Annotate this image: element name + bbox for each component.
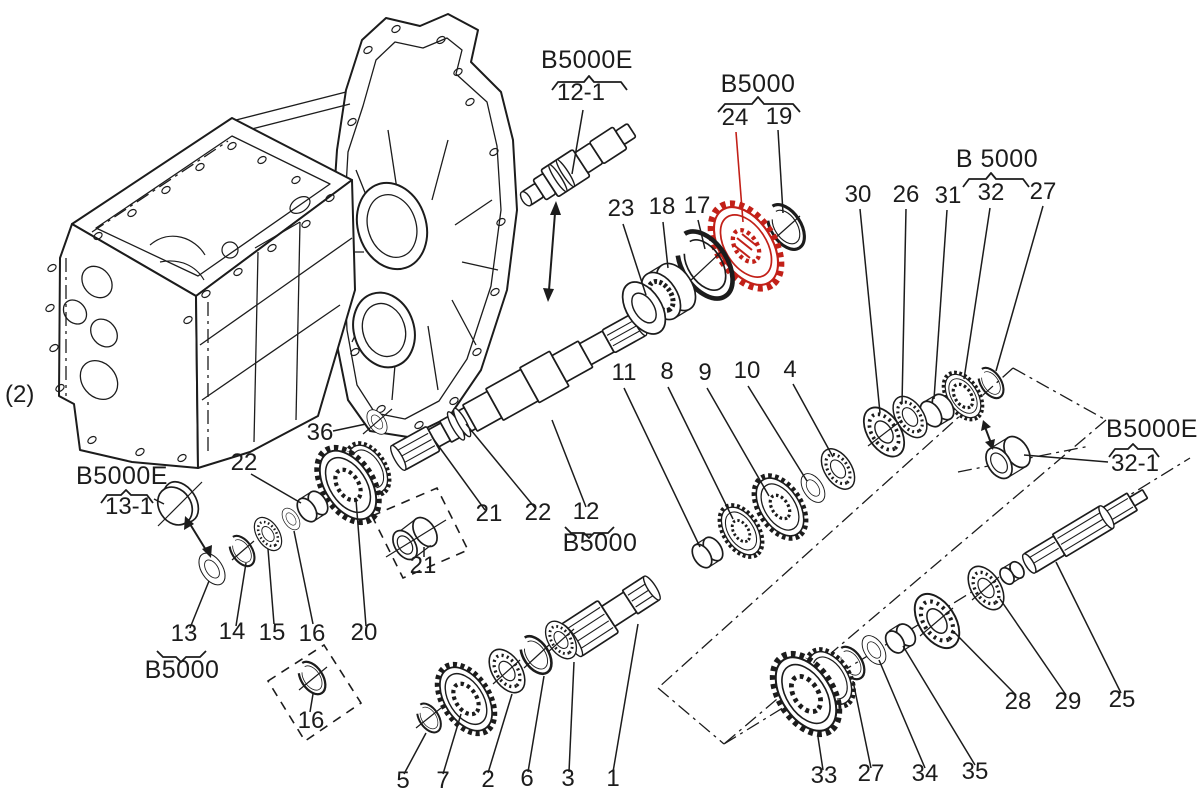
part-bushing-32-1	[985, 435, 1031, 480]
ref-model-right-bushing: B5000E	[1106, 415, 1198, 443]
callout-16[interactable]: 16	[299, 620, 326, 647]
callout-8[interactable]: 8	[660, 358, 673, 385]
callout-17[interactable]: 17	[684, 192, 711, 219]
callout-13[interactable]: 13	[171, 620, 198, 647]
callout-35[interactable]: 35	[962, 758, 989, 785]
callout-15[interactable]: 15	[259, 619, 286, 646]
callout-31[interactable]: 31	[935, 182, 962, 209]
case-hidden-lines	[65, 140, 229, 452]
parts-input-gear-train	[411, 614, 585, 743]
spare-bushing-21-box	[370, 486, 470, 580]
callout-33[interactable]: 33	[811, 762, 838, 789]
install-direction-arrow-32-1	[981, 420, 995, 450]
part-cap-13-1	[156, 480, 203, 527]
callout-20[interactable]: 20	[351, 619, 378, 646]
callout-11[interactable]: 11	[612, 359, 637, 386]
clutch-housing	[235, 13, 518, 438]
part-seal-13	[193, 547, 231, 591]
part-circlip-16	[292, 655, 332, 701]
install-direction-arrow-12-1	[543, 201, 561, 302]
callout-16-box[interactable]: 16	[298, 707, 325, 734]
case-interior-detail	[149, 196, 311, 281]
callout-27-bottom[interactable]: 27	[858, 760, 885, 787]
transmission-case	[45, 117, 356, 469]
part-collar-31	[919, 393, 955, 428]
callout-5[interactable]: 5	[396, 767, 409, 794]
callout-9[interactable]: 9	[698, 359, 711, 386]
callout-12-1[interactable]: 12-1	[557, 79, 605, 106]
callout-7[interactable]: 7	[436, 767, 449, 794]
leader-line-24	[735, 131, 744, 223]
ref-model-main-shaft: B5000	[563, 529, 638, 557]
callout-25[interactable]: 25	[1109, 686, 1136, 713]
ref-model-gear-group: B5000	[721, 70, 796, 98]
callout-13-1[interactable]: 13-1	[105, 493, 153, 520]
callout-14[interactable]: 14	[219, 618, 246, 645]
ref-model-top-right: B 5000	[956, 145, 1038, 173]
part-collar-11	[691, 536, 724, 569]
part-shaft-25	[1021, 489, 1149, 574]
callout-22-left[interactable]: 22	[231, 449, 258, 476]
parts-output-shaft-row	[760, 558, 1025, 745]
parts-pto-shaft-row	[156, 436, 398, 591]
part-gear-33	[760, 641, 863, 745]
ref-model-left-cap: B5000E	[76, 462, 168, 490]
callout-23[interactable]: 23	[608, 195, 635, 222]
callout-1[interactable]: 1	[606, 765, 619, 792]
callout-32-1[interactable]: 32-1	[1111, 450, 1159, 477]
case-bores	[62, 265, 119, 401]
part-collar-29b	[999, 560, 1025, 586]
callout-18[interactable]: 18	[649, 193, 676, 220]
part-collar-35	[884, 623, 917, 654]
callout-34[interactable]: 34	[912, 760, 939, 787]
callout-6[interactable]: 6	[520, 765, 533, 792]
upper-bearing-bore	[355, 181, 429, 271]
callout-30[interactable]: 30	[845, 181, 872, 208]
callout-10[interactable]: 10	[734, 357, 761, 384]
parts-countershaft-upper	[691, 362, 1031, 569]
callout-29[interactable]: 29	[1055, 688, 1082, 715]
part-coupling-22	[296, 490, 329, 523]
page-ref: (2)	[5, 381, 34, 408]
part-main-shaft-12	[389, 311, 648, 472]
callout-21-box[interactable]: 21	[410, 552, 437, 579]
callout-28[interactable]: 28	[1005, 688, 1032, 715]
callout-2[interactable]: 2	[481, 766, 494, 793]
case-bolt-holes	[45, 141, 335, 463]
callout-3[interactable]: 3	[561, 765, 574, 792]
ref-model-bottom-left: B5000	[145, 656, 220, 684]
case-ledges	[199, 221, 353, 443]
lower-bearing-bore	[352, 291, 416, 369]
ref-model-top: B5000E	[541, 46, 633, 74]
part-gear-24-highlighted[interactable]	[697, 192, 795, 300]
group-braces	[100, 75, 1160, 663]
callout-19[interactable]: 19	[766, 103, 793, 130]
part-shaft-12-1	[519, 123, 637, 207]
callout-21-mid[interactable]: 21	[476, 500, 503, 527]
leader-lines	[153, 109, 1122, 775]
callout-22-mid[interactable]: 22	[525, 499, 552, 526]
callout-4[interactable]: 4	[783, 356, 796, 383]
spare-circlip-16-box	[266, 643, 363, 743]
install-direction-arrow-13-1	[184, 516, 212, 558]
callout-36[interactable]: 36	[307, 419, 334, 446]
callout-32[interactable]: 32	[978, 179, 1005, 206]
callout-26[interactable]: 26	[893, 181, 920, 208]
parts-mainshaft-gear-group	[612, 192, 814, 343]
callout-12[interactable]: 12	[573, 498, 600, 525]
callout-27-top[interactable]: 27	[1030, 178, 1057, 205]
callout-24[interactable]: 24	[722, 104, 749, 131]
part-seal-36	[362, 405, 393, 439]
